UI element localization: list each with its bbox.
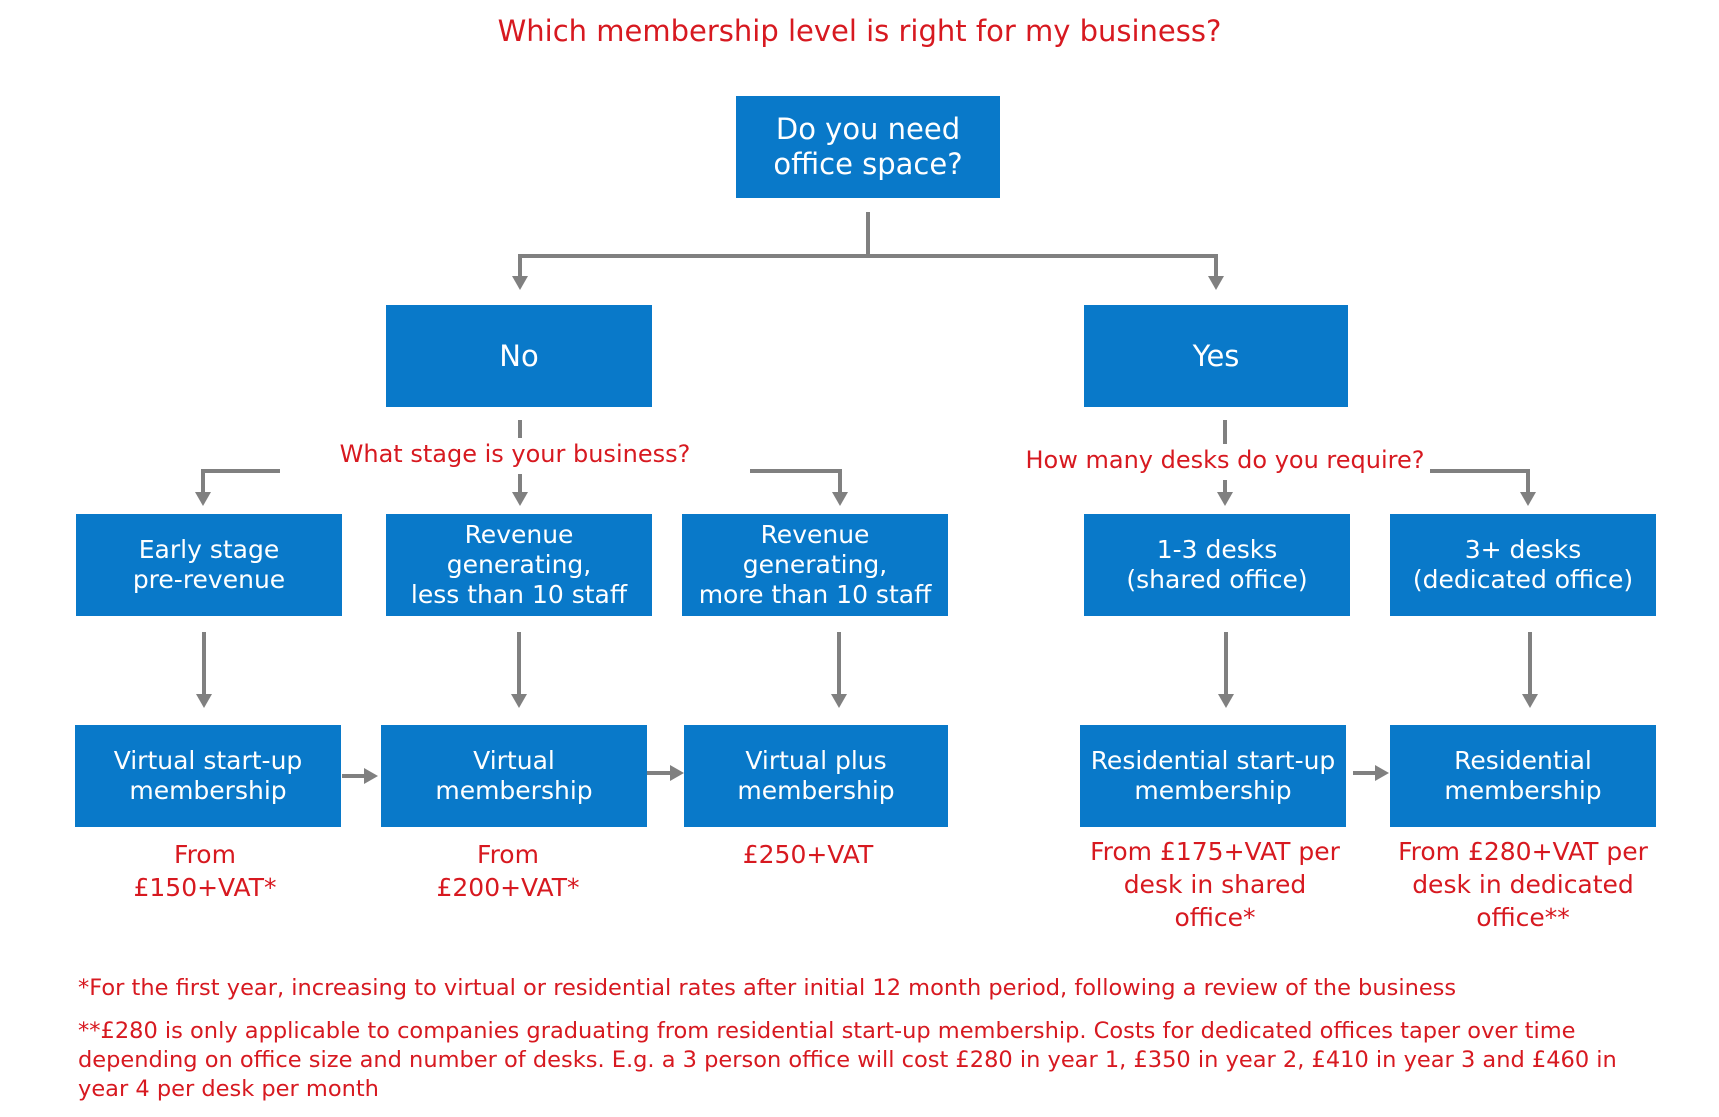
price-residential-startup: From £175+VAT per desk in shared office* xyxy=(1075,835,1355,934)
desks-shared-line1: 1-3 desks xyxy=(1156,535,1278,564)
arrowhead-stage2 xyxy=(512,492,528,506)
membership-residential-startup-line1: Residential start-up xyxy=(1090,746,1336,775)
price-virtual-startup: From £150+VAT* xyxy=(80,838,330,904)
stage-small-box: Revenue generating, less than 10 staff xyxy=(386,514,652,616)
desks-dedicated-line1: 3+ desks xyxy=(1464,535,1582,564)
price-residential-startup-line1: From £175+VAT per xyxy=(1090,837,1340,866)
membership-residential-line1: Residential xyxy=(1454,746,1592,775)
price-virtual-startup-line2: £150+VAT* xyxy=(133,873,277,902)
desks-shared-box: 1-3 desks (shared office) xyxy=(1084,514,1350,616)
price-residential: From £280+VAT per desk in dedicated offi… xyxy=(1383,835,1663,934)
connector-root-horizontal xyxy=(518,254,1218,276)
root-question-line2: office space? xyxy=(773,147,963,181)
price-residential-line1: From £280+VAT per xyxy=(1398,837,1648,866)
page-title: Which membership level is right for my b… xyxy=(497,14,1222,48)
arrowhead-stage1 xyxy=(195,492,211,506)
membership-residential-startup-box: Residential start-up membership xyxy=(1080,725,1346,827)
stage-early-line1: Early stage xyxy=(138,535,280,564)
desks-shared-line2: (shared office) xyxy=(1126,565,1308,594)
arrowhead-desks2 xyxy=(1520,492,1536,506)
arrowhead-membership2 xyxy=(511,694,527,708)
membership-residential-line2: membership xyxy=(1444,776,1602,805)
root-question-line1: Do you need xyxy=(775,112,961,147)
arrowhead-progress-3 xyxy=(1375,765,1389,781)
answer-yes-box: Yes xyxy=(1084,305,1348,407)
price-residential-line2: desk in dedicated xyxy=(1412,870,1634,899)
price-virtual-plus: £250+VAT xyxy=(683,838,933,871)
question-desks: How many desks do you require? xyxy=(1025,446,1425,474)
arrowhead-membership4 xyxy=(1218,694,1234,708)
price-virtual-line2: £200+VAT* xyxy=(436,873,580,902)
arrowhead-no xyxy=(512,276,528,290)
answer-no-box: No xyxy=(386,305,652,407)
membership-virtual-startup-line1: Virtual start-up xyxy=(113,746,303,775)
price-residential-startup-line2: desk in shared xyxy=(1123,870,1307,899)
stage-early-box: Early stage pre-revenue xyxy=(76,514,342,616)
arrowhead-yes xyxy=(1208,276,1224,290)
connector-no-left xyxy=(201,469,280,492)
membership-virtual-box: Virtual membership xyxy=(381,725,647,827)
price-virtual: From £200+VAT* xyxy=(383,838,633,904)
arrowhead-desks1 xyxy=(1217,492,1233,506)
desks-dedicated-box: 3+ desks (dedicated office) xyxy=(1390,514,1656,616)
price-virtual-plus-line1: £250+VAT xyxy=(742,840,874,869)
stage-early-line2: pre-revenue xyxy=(132,565,286,594)
stage-small-line2: less than 10 staff xyxy=(410,580,628,609)
root-question-box: Do you need office space? xyxy=(736,96,1000,198)
price-residential-line3: office** xyxy=(1476,903,1570,932)
footnote-first-year: *For the first year, increasing to virtu… xyxy=(78,975,1457,1001)
membership-virtual-line1: Virtual xyxy=(473,746,555,775)
membership-residential-box: Residential membership xyxy=(1390,725,1656,827)
arrowhead-progress-1 xyxy=(364,768,378,784)
membership-virtual-plus-box: Virtual plus membership xyxy=(684,725,948,827)
arrowhead-membership1 xyxy=(196,694,212,708)
arrowhead-progress-2 xyxy=(670,765,684,781)
question-stage: What stage is your business? xyxy=(339,440,691,468)
price-virtual-startup-line1: From xyxy=(174,840,236,869)
footnote-dedicated-office: **£280 is only applicable to companies g… xyxy=(78,1018,1617,1102)
price-virtual-line1: From xyxy=(477,840,539,869)
connector-yes-right xyxy=(1430,469,1530,492)
connector-no-right xyxy=(750,469,842,492)
membership-virtual-line2: membership xyxy=(435,776,593,805)
stage-small-line1: Revenue generating, xyxy=(446,520,592,579)
arrowhead-stage3 xyxy=(832,492,848,506)
desks-dedicated-line2: (dedicated office) xyxy=(1412,565,1634,594)
membership-virtual-plus-line1: Virtual plus xyxy=(745,746,887,775)
membership-residential-startup-line2: membership xyxy=(1134,776,1292,805)
membership-virtual-startup-box: Virtual start-up membership xyxy=(75,725,341,827)
membership-virtual-startup-line2: membership xyxy=(129,776,287,805)
arrowhead-membership5 xyxy=(1522,694,1538,708)
answer-no-label: No xyxy=(499,338,539,373)
answer-yes-label: Yes xyxy=(1192,338,1240,373)
stage-large-line2: more than 10 staff xyxy=(698,580,932,609)
price-residential-startup-line3: office* xyxy=(1174,903,1256,932)
membership-virtual-plus-line2: membership xyxy=(737,776,895,805)
stage-large-line1: Revenue generating, xyxy=(742,520,888,579)
arrowhead-membership3 xyxy=(831,694,847,708)
stage-large-box: Revenue generating, more than 10 staff xyxy=(682,514,948,616)
